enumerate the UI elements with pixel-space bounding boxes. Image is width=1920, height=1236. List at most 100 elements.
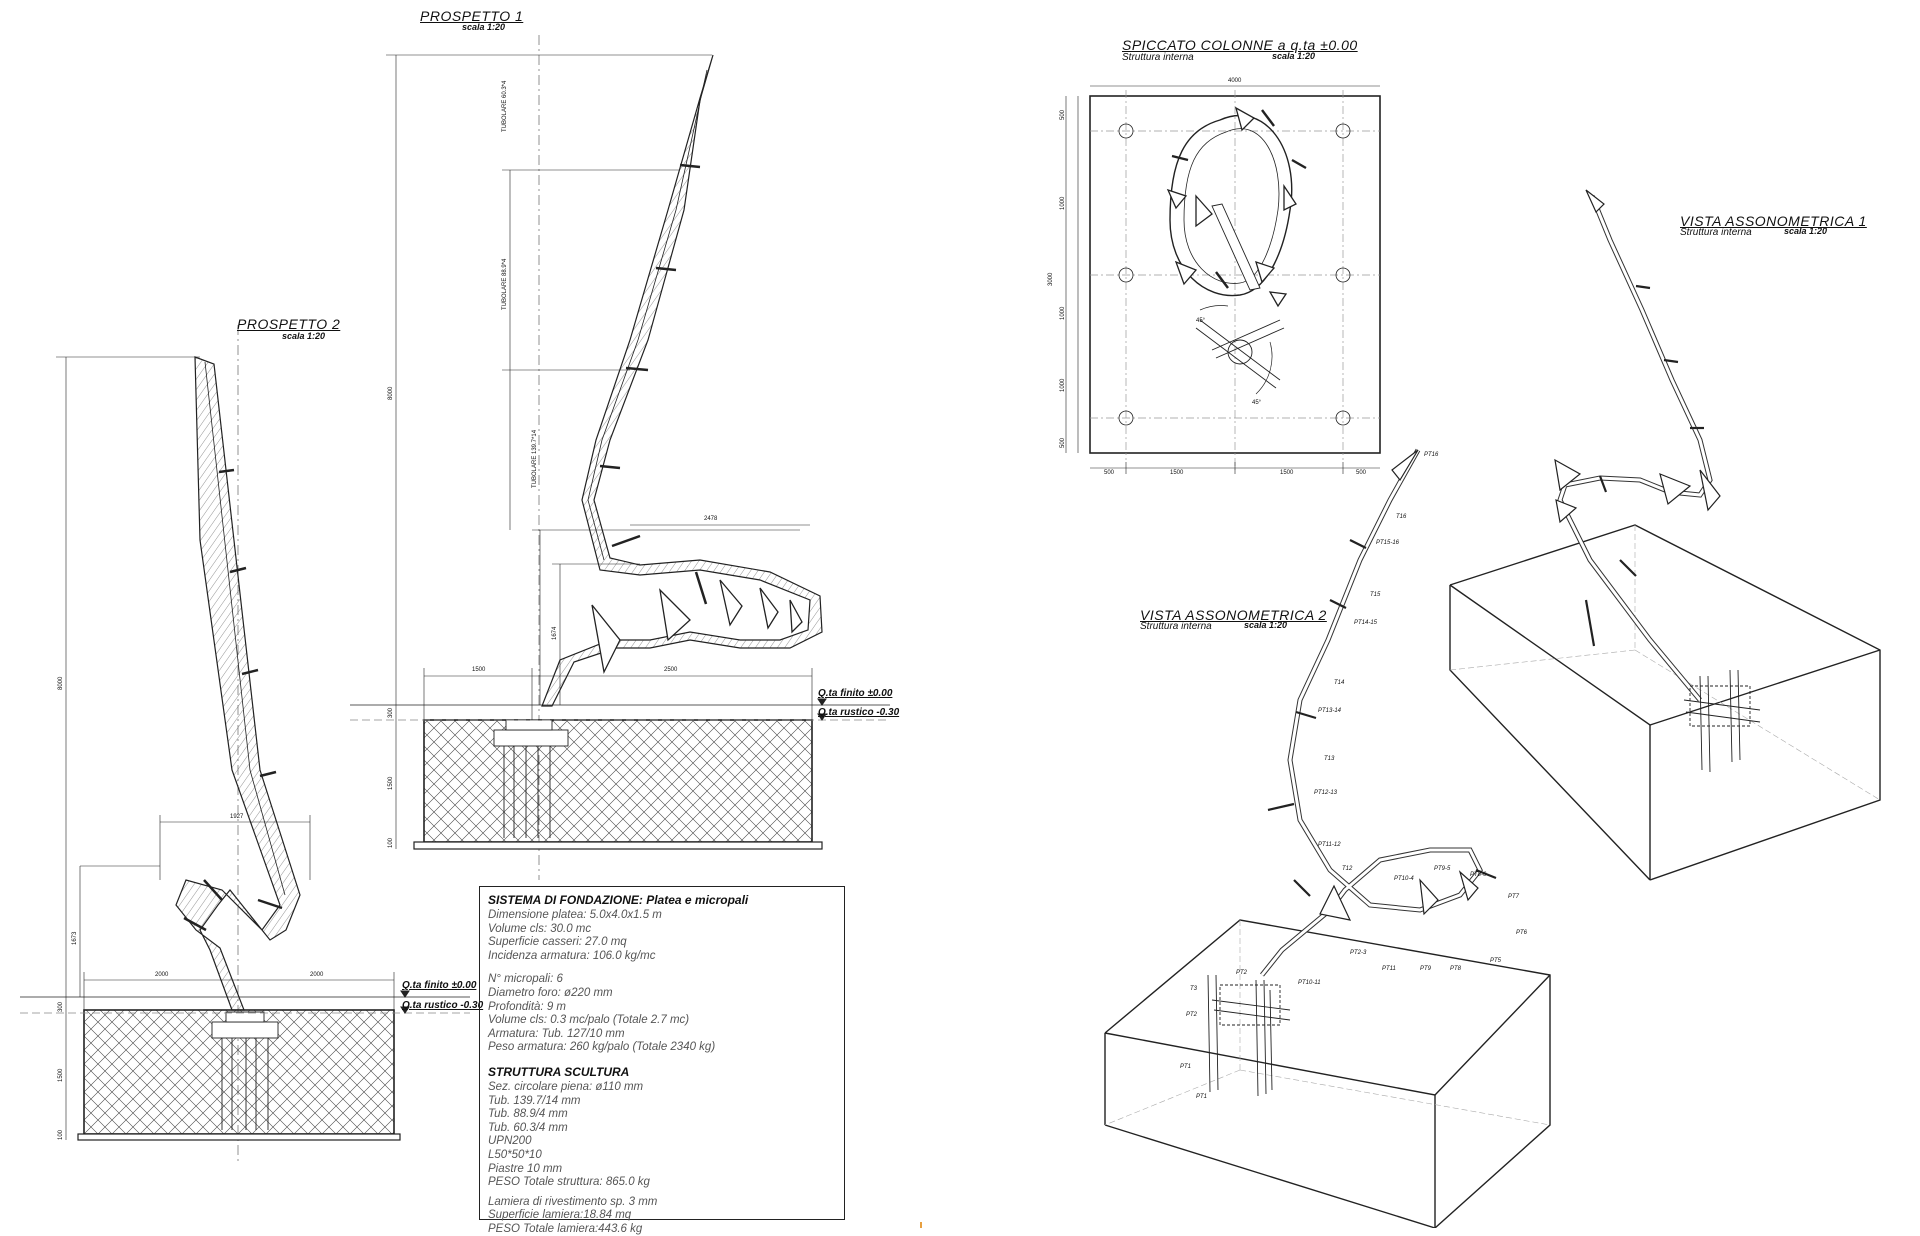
- orange-tick-mark: [920, 1222, 922, 1228]
- dim-label: 2000: [155, 972, 169, 978]
- dim-label: 1500: [58, 1068, 64, 1082]
- element-tag: PT9: [1420, 966, 1432, 972]
- vista-1-title: VISTA ASSONOMETRICA 1: [1680, 213, 1867, 229]
- sculpture-profile-p1: [541, 54, 823, 707]
- spiccato-scale: scala 1:20: [1272, 51, 1316, 61]
- spec-line: Piastre 10 mm: [488, 1162, 563, 1175]
- spec-line: Tub. 88.9/4 mm: [488, 1108, 568, 1121]
- spec-line: Armatura: Tub. 127/10 mm: [488, 1027, 625, 1040]
- element-tag: PT1: [1196, 1094, 1208, 1100]
- spec-line: Superficie casseri: 27.0 mq: [488, 936, 627, 949]
- prospetto-1-elevation: [350, 35, 890, 880]
- foundation-block: [423, 719, 813, 843]
- spec-line: Sez. circolare piena: ø110 mm: [488, 1080, 644, 1093]
- dim-label: 300: [388, 707, 394, 718]
- spec-line: Volume cls: 0.3 mc/palo (Totale 2.7 mc): [488, 1014, 690, 1027]
- dim-label: 2478: [704, 516, 718, 522]
- dim-label: 500: [1060, 437, 1066, 448]
- element-tag: PT13-14: [1318, 708, 1342, 714]
- dim-label: 1500: [472, 667, 486, 673]
- element-tag: T14: [1334, 680, 1345, 686]
- dim-label: 300: [58, 1001, 64, 1012]
- level-finito-p1: Q.ta finito ±0.00: [818, 688, 893, 699]
- element-tag: PT2: [1186, 1012, 1198, 1018]
- spec-line: Lamiera di rivestimento sp. 3 mm: [488, 1195, 658, 1208]
- axonometric-view-2: [1104, 448, 1551, 1228]
- element-tag: PT2-3: [1350, 950, 1367, 956]
- prospetto-2-title: PROSPETTO 2: [237, 316, 341, 332]
- dim-label: 3000: [1048, 272, 1054, 286]
- dim-label: TUBOLARE 60.3*4: [502, 80, 508, 132]
- element-tag: PT14-15: [1354, 620, 1378, 626]
- vista-2-title: VISTA ASSONOMETRICA 2: [1140, 607, 1327, 623]
- element-tag: PT10-11: [1298, 980, 1321, 986]
- dim-label: 1927: [230, 814, 244, 820]
- axonometric-view-1: [1449, 189, 1881, 881]
- spec-line: Diametro foro: ø220 mm: [488, 986, 613, 999]
- dim-label: 1500: [1280, 470, 1294, 476]
- spec-line: UPN200: [488, 1135, 532, 1148]
- spiccato-title: SPICCATO COLONNE a q.ta ±0.00: [1122, 37, 1358, 53]
- dim-label: 2000: [310, 972, 324, 978]
- spec-heading-foundation: SISTEMA DI FONDAZIONE: Platea e micropal…: [488, 893, 749, 907]
- dim-label: TUBOLARE 139.7*14: [532, 429, 538, 488]
- element-tag: PT7: [1508, 894, 1520, 900]
- element-tag: T3: [1190, 986, 1198, 992]
- prospetto-2-scale: scala 1:20: [282, 331, 326, 341]
- dim-label: 500: [1104, 470, 1115, 476]
- dim-label: 1673: [72, 931, 78, 945]
- dim-label: 45°: [1196, 318, 1206, 324]
- vista-1-subtitle: Struttura interna: [1680, 227, 1752, 238]
- dim-label: 1500: [388, 776, 394, 790]
- element-tag: PT8: [1450, 966, 1462, 972]
- dim-label: 1674: [552, 626, 558, 640]
- spec-line: L50*50*10: [488, 1148, 542, 1161]
- dim-label: 100: [388, 837, 394, 848]
- vista-1-scale: scala 1:20: [1784, 226, 1828, 236]
- vista-2-subtitle: Struttura interna: [1140, 621, 1212, 632]
- dim-label: 4000: [1228, 78, 1242, 84]
- element-tag: PT16: [1424, 452, 1439, 458]
- element-tag: PT11-12: [1318, 842, 1341, 848]
- level-rustico-p2: Q.ta rustico -0.30: [402, 1000, 484, 1011]
- spec-line: PESO Totale struttura: 865.0 kg: [488, 1176, 650, 1189]
- element-tag: PT6: [1516, 930, 1528, 936]
- element-tag: PT8-6: [1470, 872, 1487, 878]
- element-tag: PT5: [1490, 958, 1502, 964]
- spec-line: Dimensione platea: 5.0x4.0x1.5 m: [488, 909, 662, 921]
- element-tag: PT12-13: [1314, 790, 1338, 796]
- element-tag: PT9-5: [1434, 866, 1451, 872]
- dim-label: 500: [1356, 470, 1367, 476]
- spec-line: Superficie lamiera:18.84 mq: [488, 1209, 632, 1222]
- dim-label: 1500: [1170, 470, 1184, 476]
- prospetto-1-scale: scala 1:20: [462, 22, 506, 32]
- level-finito-p2: Q.ta finito ±0.00: [402, 980, 477, 991]
- prospetto-2-elevation: [20, 325, 470, 1165]
- dim-label: 100: [58, 1129, 64, 1140]
- element-tag: PT15-16: [1376, 540, 1400, 546]
- vista-2-scale: scala 1:20: [1244, 620, 1288, 630]
- element-tag: PT1: [1180, 1064, 1192, 1070]
- element-tag: T12: [1342, 866, 1353, 872]
- spec-line: N° micropali: 6: [488, 973, 563, 986]
- spec-line: Peso armatura: 260 kg/palo (Totale 2340 …: [488, 1041, 716, 1054]
- prospetto-1-title: PROSPETTO 1: [420, 8, 524, 24]
- dim-label: 1000: [1060, 378, 1066, 392]
- spec-line: Incidenza armatura: 106.0 kg/mc: [488, 949, 656, 962]
- element-tag: PT10-4: [1394, 876, 1414, 882]
- element-tag: T13: [1324, 756, 1335, 762]
- dim-label: 8000: [58, 676, 64, 690]
- dim-label: 1000: [1060, 306, 1066, 320]
- spec-line: Volume cls: 30.0 mc: [488, 922, 592, 935]
- plan-view: [1065, 85, 1381, 474]
- specification-box: SISTEMA DI FONDAZIONE: Platea e micropal…: [479, 886, 845, 1235]
- dim-label: 500: [1060, 109, 1066, 120]
- element-tag: PT11: [1382, 966, 1396, 972]
- sculpture-profile-p2: [175, 356, 301, 1011]
- dim-label: 8000: [388, 386, 394, 400]
- spec-line: Profondità: 9 m: [488, 1000, 566, 1013]
- element-tag: T15: [1370, 592, 1381, 598]
- dim-label: TUBOLARE 88.9*4: [502, 258, 508, 310]
- dim-label: 1000: [1060, 196, 1066, 210]
